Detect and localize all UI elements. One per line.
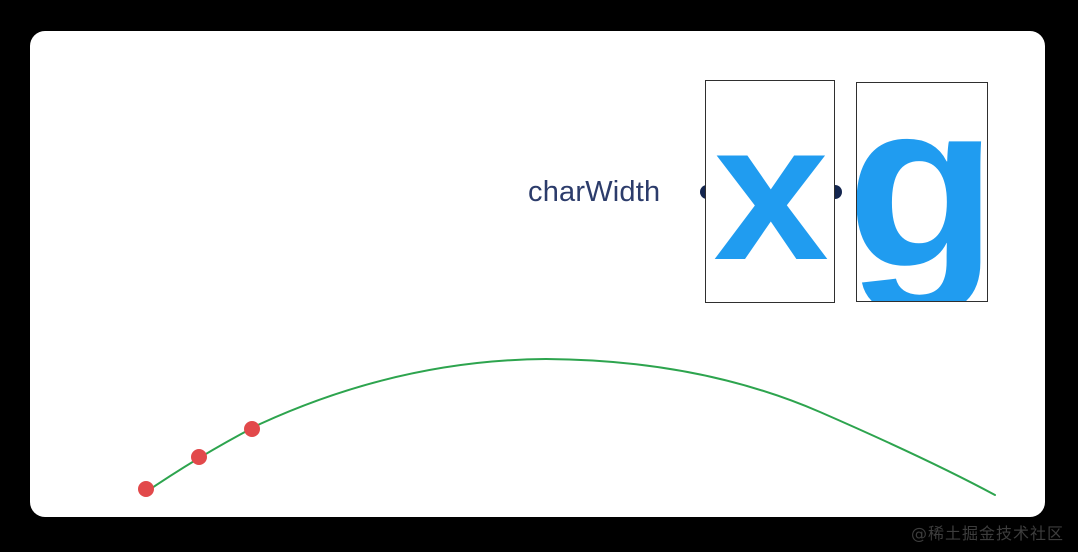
watermark-text: @稀土掘金技术社区	[910, 524, 1064, 543]
glyph-character-x: x	[713, 81, 829, 301]
x-glyph-box: x	[705, 80, 835, 303]
g-glyph-box: g	[856, 82, 988, 302]
charwidth-label: charWidth	[528, 176, 661, 208]
glyph-character-g: g	[857, 83, 987, 301]
